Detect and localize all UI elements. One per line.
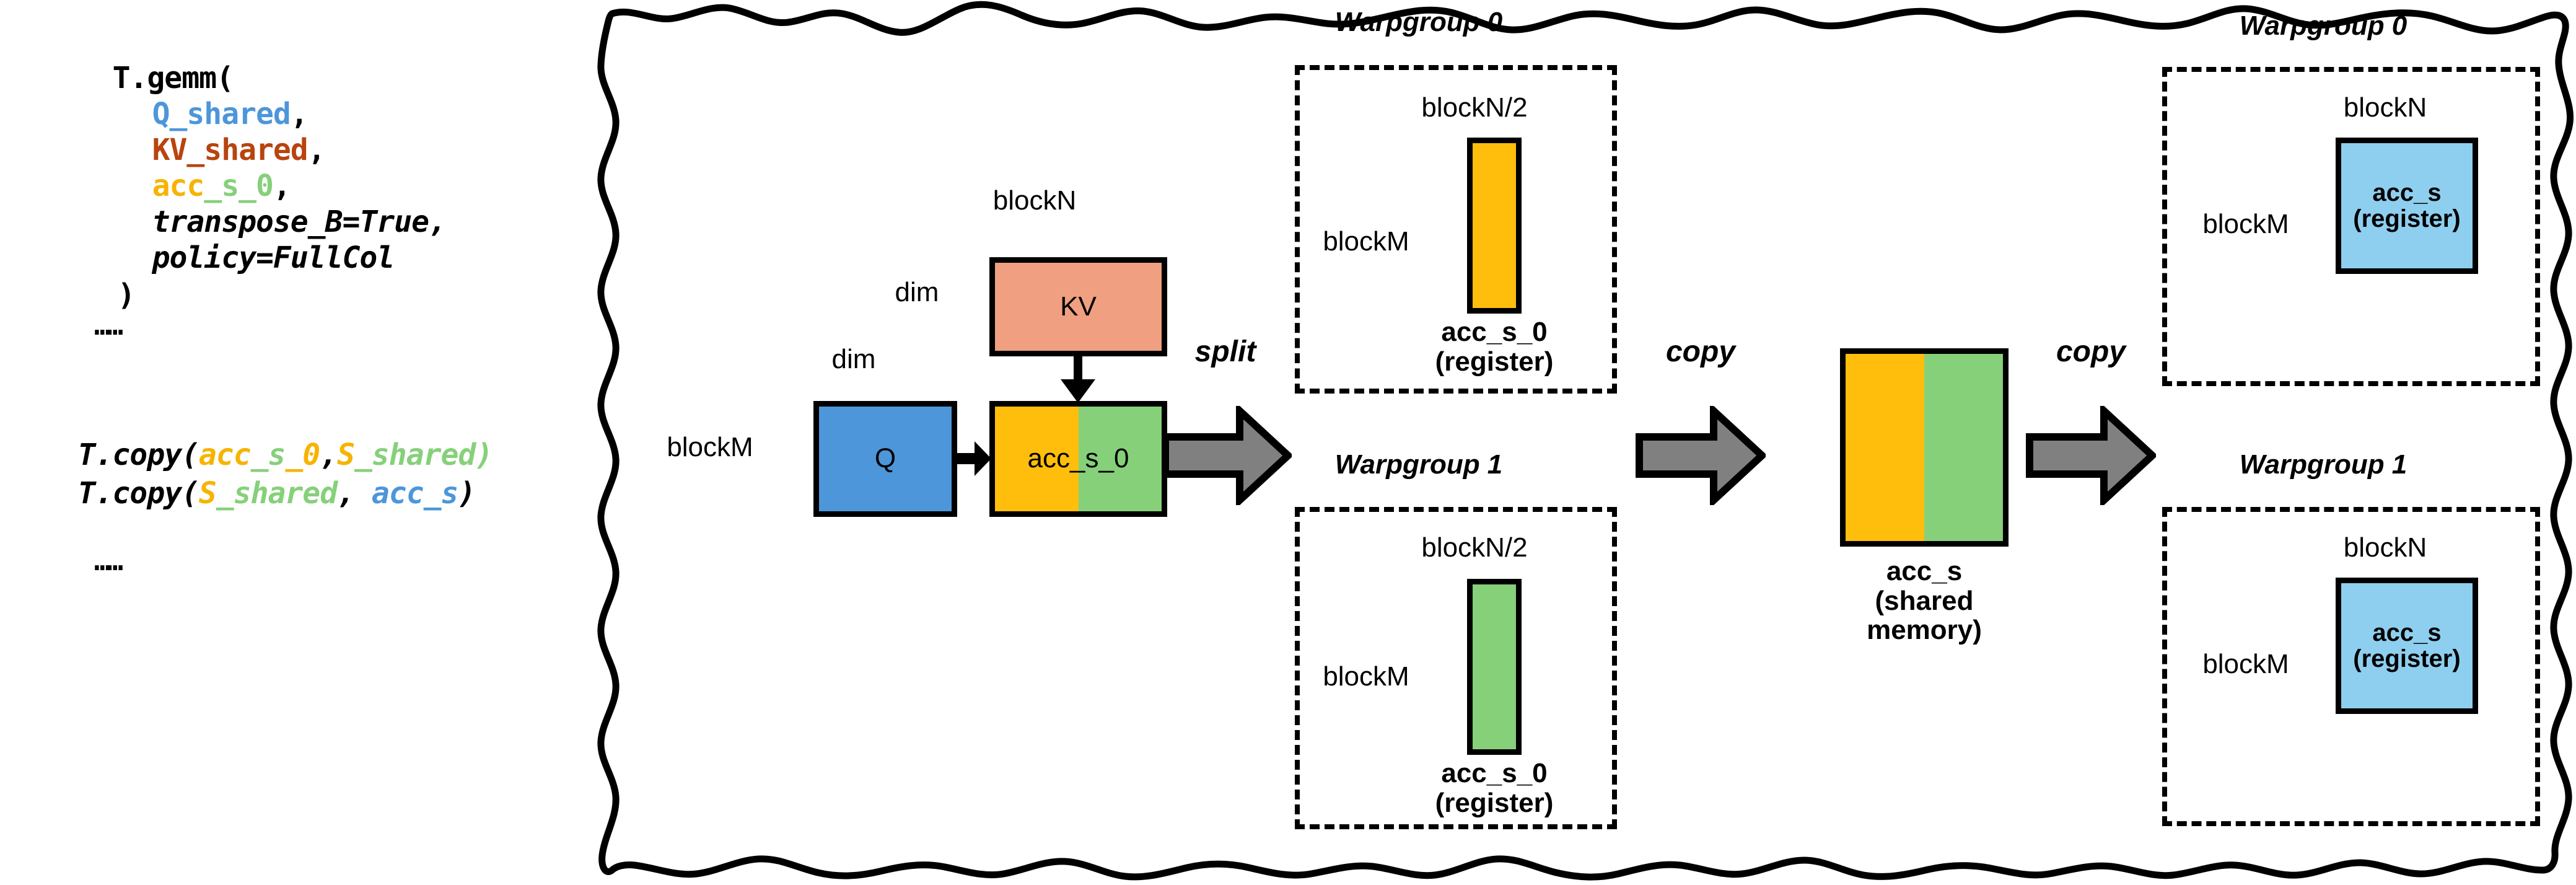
label-blockn-half-wg0: blockN/2 [1421,92,1528,123]
code-ellipsis-top: …… [94,310,123,341]
acc-s-register-result-wg0-line2: (register) [2353,205,2461,232]
caption-acc-s-0-wg1: acc_s_0 (register) [1395,759,1593,817]
code-token-copy2-call: T.copy( [77,476,199,511]
label-blockn-result-wg1: blockN [2343,532,2427,563]
code-token-acc: acc [152,169,205,203]
caption-acc-s-shared-line1: acc_s [1886,556,1963,586]
caption-acc-s-shared-line3: memory) [1867,615,1982,646]
acc-s-0-register-wg0 [1467,138,1522,314]
code-token-policy: policy=FullCol [152,240,395,275]
warpgroup-1-split-box [1295,507,1617,829]
label-blockn-gemm: blockN [992,185,1077,216]
acc-s-shared-right-half [1924,354,2003,541]
code-token-q-shared: Q_shared [152,97,291,131]
code-token-zero: _0 [239,169,274,203]
caption-acc-s-0-wg0-line1: acc_s_0 [1441,317,1548,347]
label-blockm-gemm: blockM [667,432,753,462]
code-line-gemm-close: ) [48,243,136,347]
code-token-copy2-accs: acc_s [371,476,458,511]
title-warpgroup-0-split: Warpgroup 0 [1334,7,1503,37]
code-token-comma-3: , [273,169,291,203]
code-token-copy1-comma: , [320,438,338,472]
acc-s-register-result-wg0-text: acc_s (register) [2353,180,2460,232]
label-blockm-wg1: blockM [1323,661,1409,692]
code-token-copy2-close: ) [458,476,476,511]
acc-s-register-result-wg1: acc_s (register) [2336,578,2478,714]
code-token-copy1-S: S [337,438,355,472]
label-copy-2: copy [2056,335,2126,368]
acc-s-register-result-wg1-line2: (register) [2353,645,2461,672]
code-line-copy-2: T.copy(S_shared, acc_s) [9,441,476,545]
caption-acc-s-0-wg0-line2: (register) [1435,346,1554,377]
acc-s-0-right-half [1078,407,1162,511]
code-token-transpose-b: transpose_B=True, [152,205,447,239]
warpgroup-0-result-box [2162,67,2540,386]
label-blockn-result-wg0: blockN [2343,92,2427,123]
code-token-copy2-shared: _shared [216,476,338,511]
label-split: split [1194,335,1256,368]
label-dim-q: dim [831,344,876,374]
code-line-gemm-open: T.gemm( [43,26,234,130]
title-warpgroup-1-result: Warpgroup 1 [2239,449,2407,480]
code-token-gemm: T.gemm( [112,61,234,95]
kv-to-acc-arrow-icon [1053,353,1103,404]
title-warpgroup-1-split: Warpgroup 1 [1334,449,1503,480]
acc-s-register-result-wg1-text: acc_s (register) [2353,620,2460,672]
code-token-copy1-call: T.copy( [77,438,199,472]
code-token-copy1-close: ) [475,438,493,472]
copy-2-arrow-icon [2026,406,2156,505]
code-token-copy1-s: _s [250,438,286,472]
code-line-acc-s-0: acc_s_0, [83,134,291,238]
acc-s-register-result-wg1-line1: acc_s [2372,619,2442,646]
q-block: Q [813,401,957,517]
caption-acc-s-shared: acc_s (shared memory) [1819,557,2030,645]
title-warpgroup-0-result: Warpgroup 0 [2239,11,2407,41]
code-line-transpose-b: transpose_B=True, [83,170,447,274]
label-blockm-result-wg1: blockM [2202,649,2289,679]
kv-block: KV [989,257,1167,356]
label-blockn-half-wg1: blockN/2 [1421,532,1528,563]
warpgroup-0-split-box [1295,65,1617,394]
wavy-container-border [595,0,2576,885]
copy-1-arrow-icon [1636,406,1766,505]
acc-s-0-block: acc_s_0 [989,401,1167,517]
code-token-copy2-comma: , [337,476,372,511]
caption-acc-s-0-wg0: acc_s_0 (register) [1395,317,1593,376]
code-token-comma-2: , [307,133,326,167]
code-line-policy: policy=FullCol [83,206,395,310]
code-line-kv-shared: KV_shared, [83,98,326,202]
code-token-kv-shared: KV_shared [152,133,309,167]
label-blockm-result-wg0: blockM [2202,209,2289,239]
code-line-q-shared: Q_shared, [83,62,309,166]
code-token-s: _s [204,169,239,203]
q-to-acc-arrow-icon [954,439,992,478]
code-line-copy-1: T.copy(acc_s_0,S_shared) [9,403,494,507]
label-blockm-wg0: blockM [1323,226,1409,257]
acc-s-0-left-half [995,407,1079,511]
acc-s-0-register-wg1 [1467,579,1522,755]
split-arrow-icon [1162,406,1292,505]
code-token-comma-1: , [290,97,309,131]
q-block-label: Q [874,443,896,474]
label-copy-1: copy [1665,335,1736,368]
code-token-copy1-zero: _0 [285,438,320,472]
code-panel: T.gemm( Q_shared, KV_shared, acc_s_0, tr… [0,0,620,885]
label-dim-kv: dim [895,277,939,307]
code-ellipsis-bottom: …… [94,545,123,577]
acc-s-shared-left-half [1846,354,1924,541]
acc-s-0-block-label: acc_s_0 [1027,443,1129,474]
caption-acc-s-0-wg1-line1: acc_s_0 [1441,758,1548,788]
acc-s-shared-block [1840,348,2009,547]
caption-acc-s-0-wg1-line2: (register) [1435,787,1554,818]
acc-s-register-result-wg0: acc_s (register) [2336,138,2478,274]
code-token-copy1-acc: acc [198,438,252,472]
warpgroup-1-result-box [2162,507,2540,826]
acc-s-register-result-wg0-line1: acc_s [2372,179,2442,206]
caption-acc-s-shared-line2: (shared [1875,585,1974,616]
kv-block-label: KV [1060,291,1097,322]
code-token-copy2-S: S [198,476,217,511]
code-token-close-paren: ) [117,278,136,312]
code-token-copy1-shared: _shared [354,438,476,472]
